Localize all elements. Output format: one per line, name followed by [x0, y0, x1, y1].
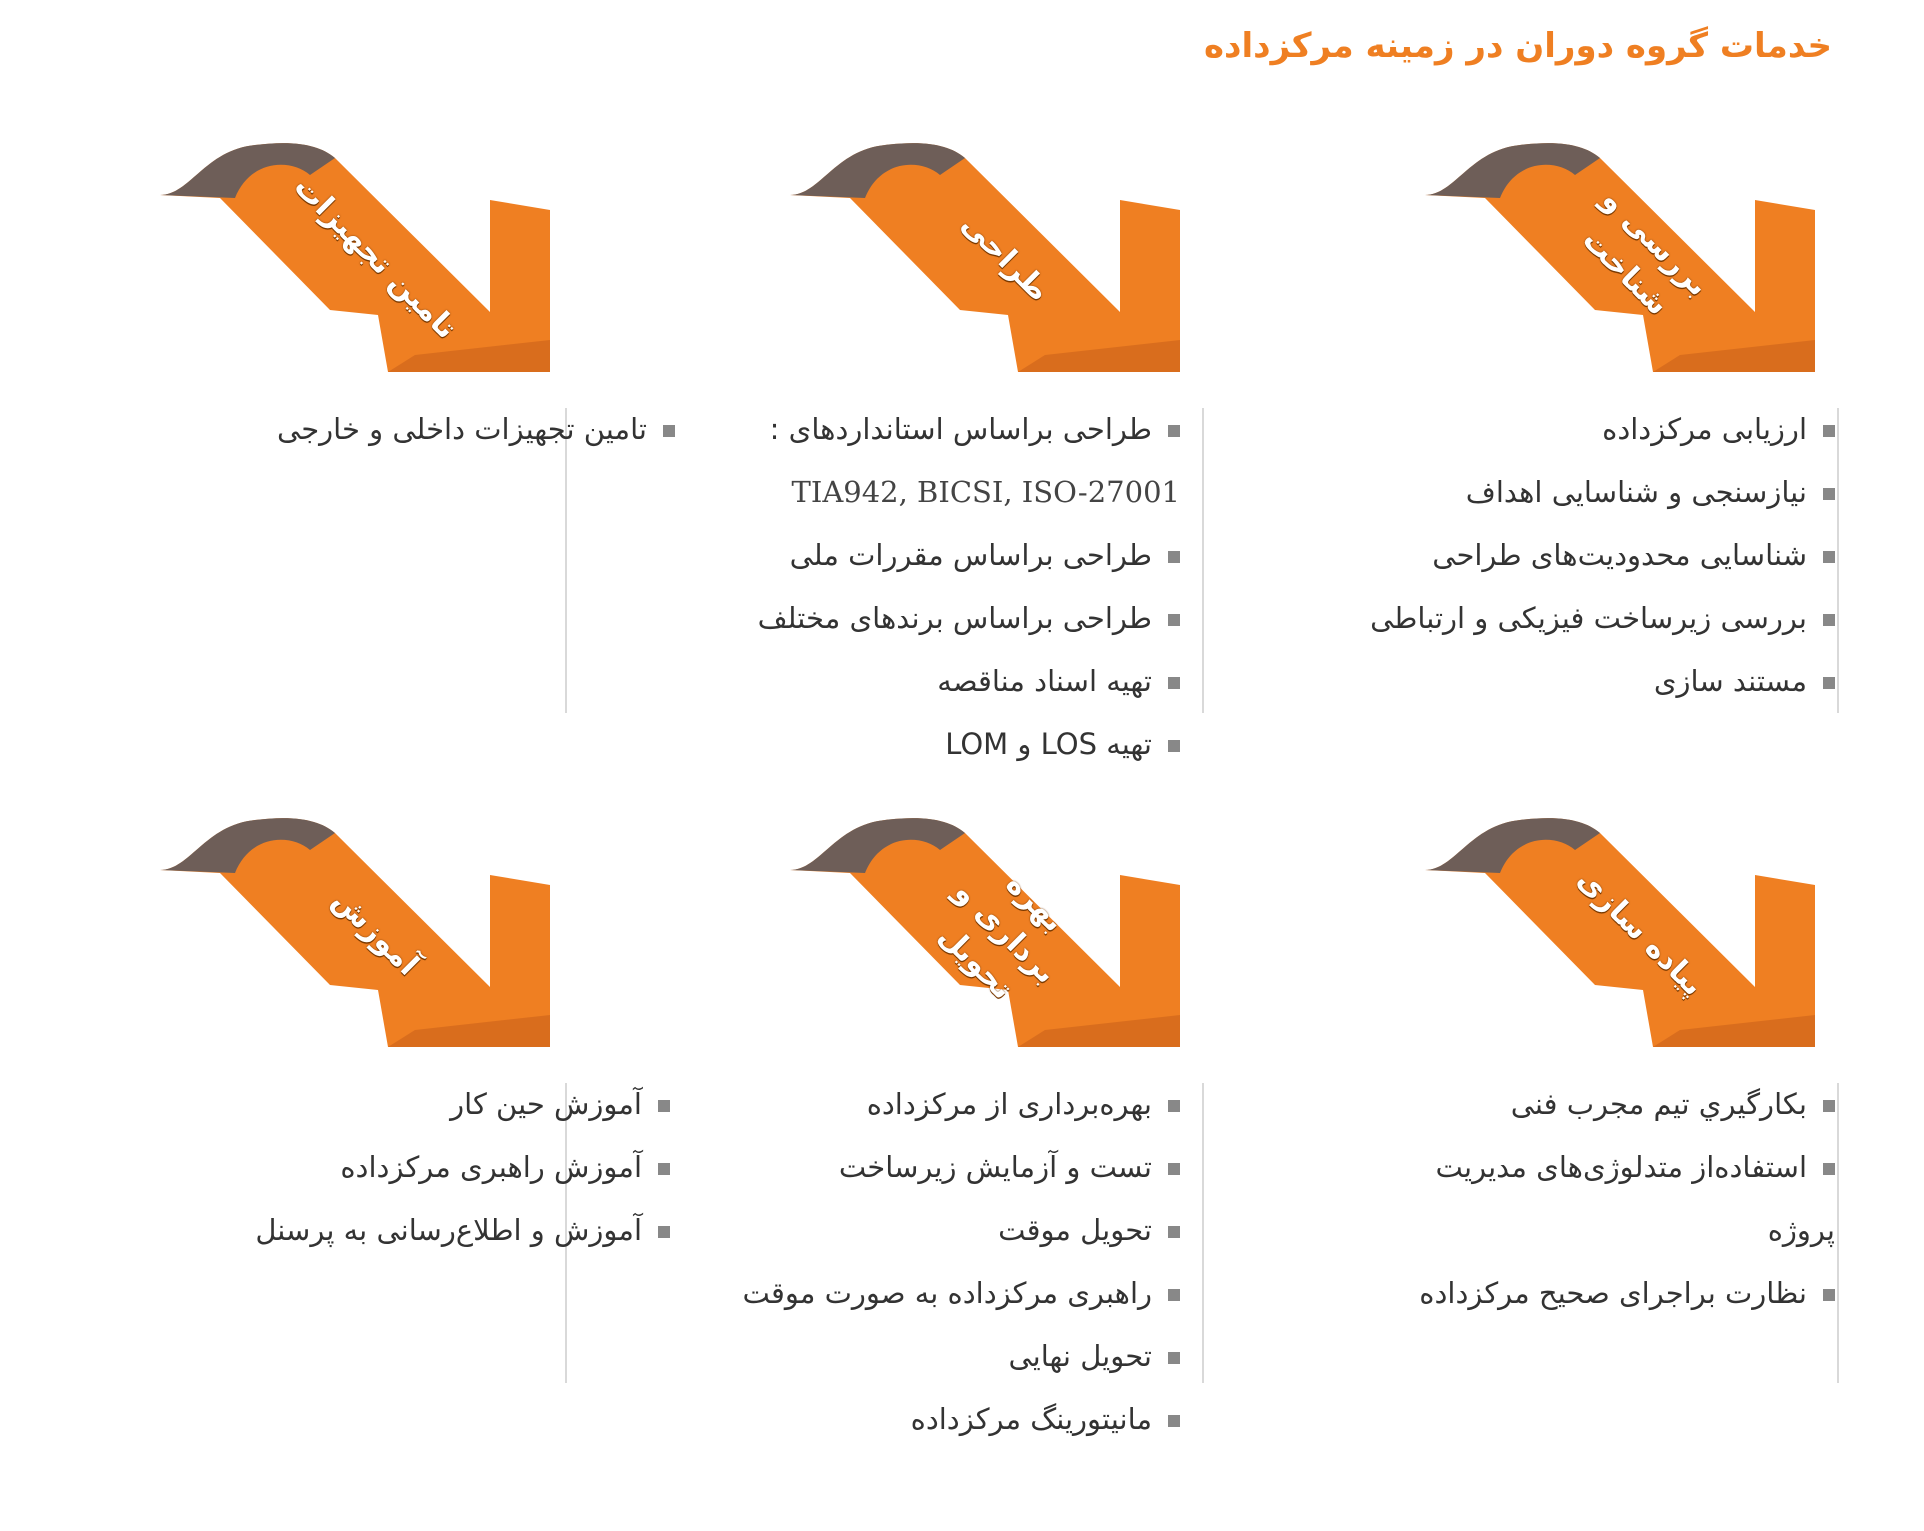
divider	[565, 1083, 567, 1383]
list-item: تامین تجهیزات داخلی و خارجی	[155, 398, 675, 461]
ribbon-arrow-icon	[1425, 143, 1815, 372]
bullet-square-icon	[1823, 425, 1835, 437]
list-item: مانیتورینگ مرکزداده	[660, 1388, 1180, 1451]
list-item: شناسایی محدودیت‌های طراحی	[1315, 524, 1835, 587]
item-list: ارزیابی مرکزداده نیازسنجی و شناسایی اهدا…	[1315, 398, 1835, 713]
bullet-square-icon	[1168, 740, 1180, 752]
list-item: تحویل موقت	[660, 1199, 1180, 1262]
list-item: آموزش حین کار	[150, 1073, 670, 1136]
list-item: آموزش راهبری مرکزداده	[150, 1136, 670, 1199]
bullet-square-icon	[658, 1163, 670, 1175]
bullet-square-icon	[1168, 1163, 1180, 1175]
list-item: بکارگيري تیم مجرب فنی	[1315, 1073, 1835, 1136]
bullet-square-icon	[1168, 614, 1180, 626]
bullet-square-icon	[1168, 425, 1180, 437]
list-item: راهبری مرکزداده به صورت موقت	[660, 1262, 1180, 1325]
bullet-square-icon	[1168, 1226, 1180, 1238]
page-title: خدمات گروه دوران در زمینه مرکزداده	[1203, 26, 1832, 66]
divider	[1837, 1083, 1839, 1383]
list-item: نیازسنجی و شناسایی اهداف	[1315, 461, 1835, 524]
list-item: تهیه اسناد مناقصه	[660, 650, 1180, 713]
bullet-square-icon	[658, 1226, 670, 1238]
bullet-square-icon	[1823, 551, 1835, 563]
bullet-square-icon	[663, 425, 675, 437]
list-item: طراحی براساس استانداردهای :	[660, 398, 1180, 461]
ribbon-arrow-icon	[160, 818, 550, 1047]
item-list: تامین تجهیزات داخلی و خارجی	[155, 398, 675, 461]
item-list: آموزش حین کار آموزش راهبری مرکزداده آموز…	[150, 1073, 670, 1262]
divider	[1202, 408, 1204, 713]
bullet-square-icon	[1823, 488, 1835, 500]
ribbon-arrow-icon	[790, 818, 1180, 1047]
list-item: تست و آزمایش زیرساخت	[660, 1136, 1180, 1199]
item-list: بکارگيري تیم مجرب فنی استفاده‌از متدلوژی…	[1315, 1073, 1835, 1325]
divider	[565, 408, 567, 713]
bullet-square-icon	[1823, 1100, 1835, 1112]
bullet-square-icon	[1168, 1100, 1180, 1112]
list-item: تحویل نهایی	[660, 1325, 1180, 1388]
bullet-square-icon	[1823, 1163, 1835, 1175]
list-item: تهیه LOS و LOM	[660, 713, 1180, 776]
bullet-square-icon	[1168, 551, 1180, 563]
bullet-square-icon	[1168, 1415, 1180, 1427]
bullet-square-icon	[1823, 677, 1835, 689]
ribbon-banner: پیاده سازی	[1425, 815, 1845, 1055]
list-item: طراحی براساس مقررات ملی	[660, 524, 1180, 587]
bullet-square-icon	[1168, 1352, 1180, 1364]
ribbon-banner: طراحی	[790, 140, 1210, 380]
list-item: نظارت براجرای صحیح مرکزداده	[1315, 1262, 1835, 1325]
bullet-square-icon	[1823, 1289, 1835, 1301]
list-item: مستند سازی	[1315, 650, 1835, 713]
list-item: بررسی زیرساخت فیزیکی و ارتباطی	[1315, 587, 1835, 650]
list-item-continuation: TIA942, BICSI, ISO-27001	[791, 475, 1180, 509]
item-list: بهره‌برداری از مرکزداده تست و آزمایش زیر…	[660, 1073, 1180, 1451]
bullet-square-icon	[1823, 614, 1835, 626]
ribbon-arrow-icon	[160, 143, 550, 372]
ribbon-arrow-icon	[790, 143, 1180, 372]
ribbon-banner: بهره برداری و تحویل	[790, 815, 1210, 1055]
divider	[1837, 408, 1839, 713]
list-item: ارزیابی مرکزداده	[1315, 398, 1835, 461]
list-item: استفاده‌از متدلوژی‌های مدیریت	[1315, 1136, 1835, 1199]
ribbon-banner: تامین تجهیزات	[160, 140, 580, 380]
list-item-continuation: پروژه	[1767, 1213, 1835, 1247]
ribbon-banner: آموزش	[160, 815, 580, 1055]
divider	[1202, 1083, 1204, 1383]
bullet-square-icon	[1168, 677, 1180, 689]
list-item: بهره‌برداری از مرکزداده	[660, 1073, 1180, 1136]
item-list: طراحی براساس استانداردهای : TIA942, BICS…	[660, 398, 1180, 776]
list-item: آموزش و اطلاع‌رسانی به پرسنل	[150, 1199, 670, 1262]
ribbon-banner: بررسی و شناخت	[1425, 140, 1845, 380]
list-item: طراحی براساس برندهای مختلف	[660, 587, 1180, 650]
ribbon-arrow-icon	[1425, 818, 1815, 1047]
bullet-square-icon	[658, 1100, 670, 1112]
bullet-square-icon	[1168, 1289, 1180, 1301]
